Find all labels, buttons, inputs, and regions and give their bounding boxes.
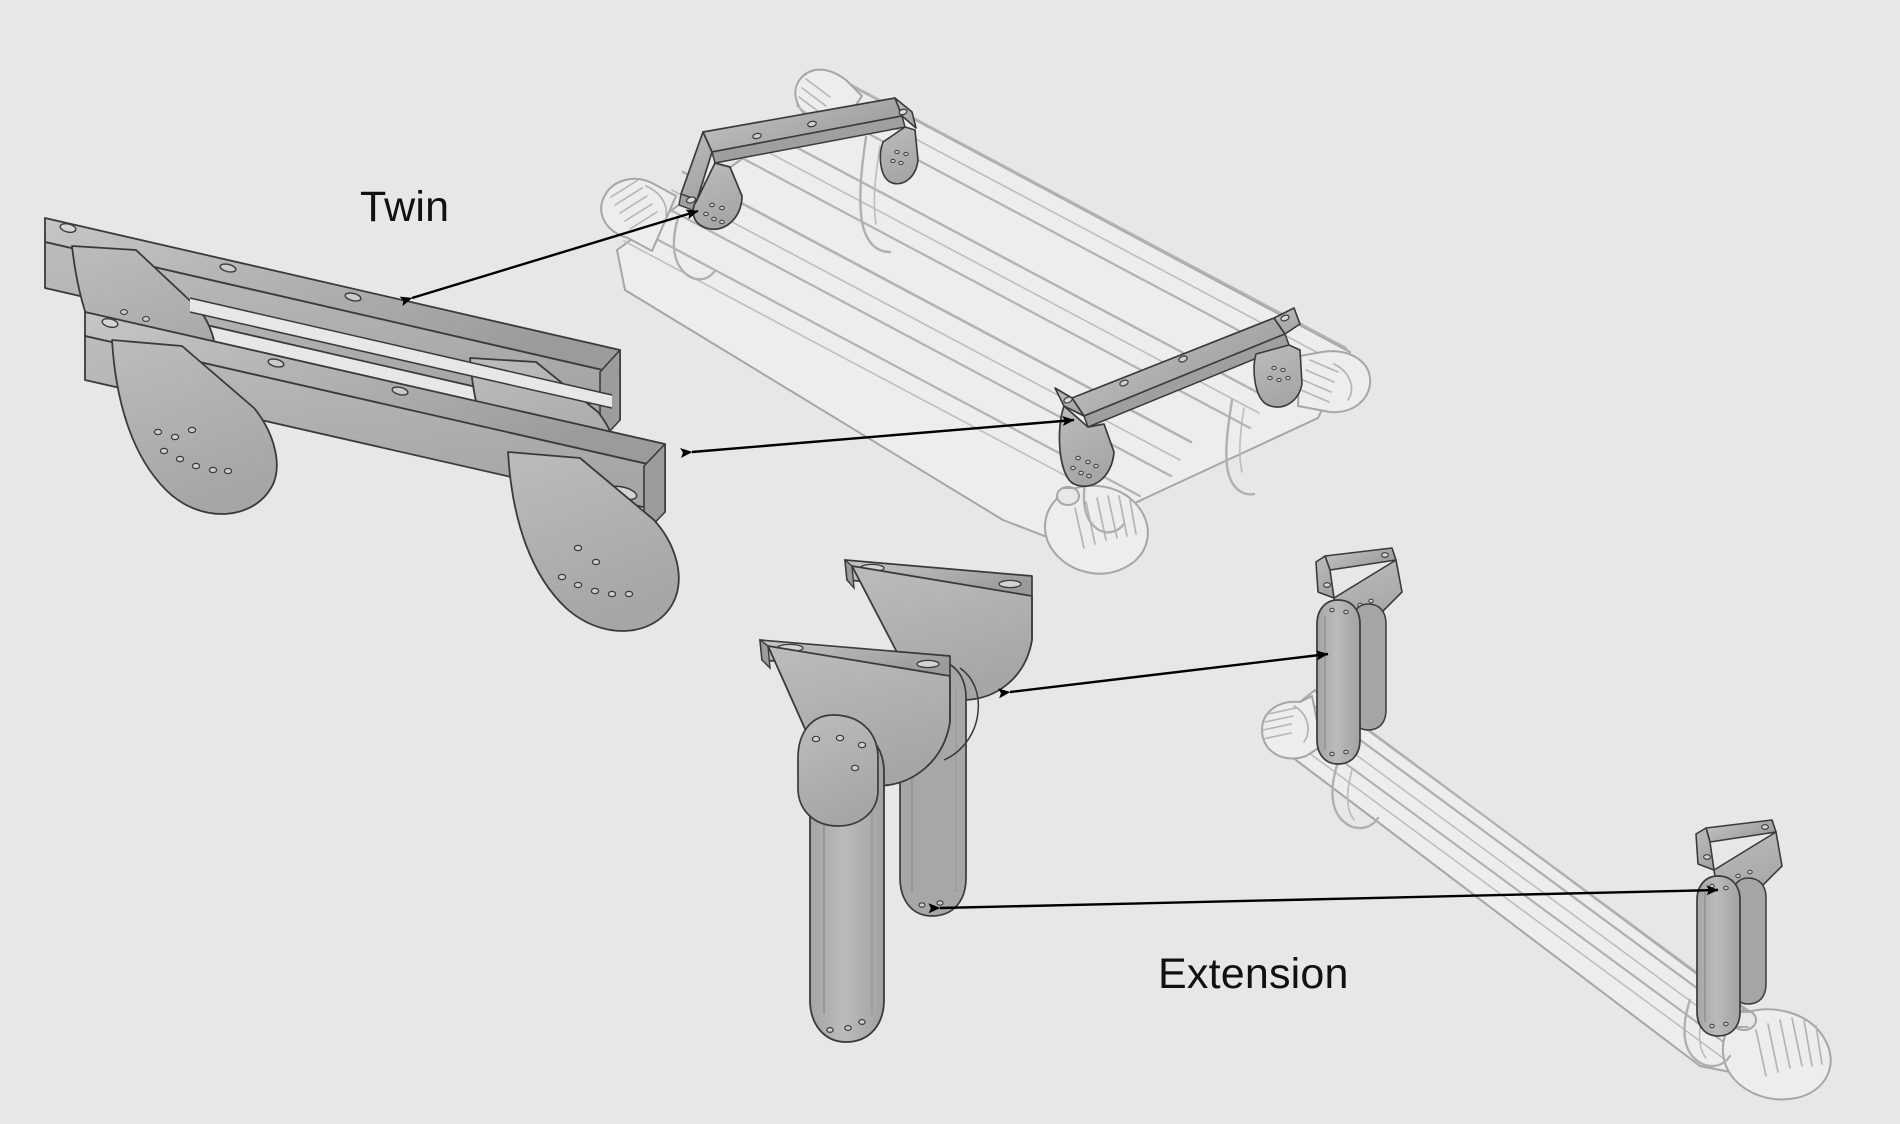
extension-leg-near (759, 638, 980, 1043)
twin-bracket-near (84, 309, 680, 632)
extension-leg-mounted-lower (1695, 819, 1783, 1037)
arrow-extension-lower (928, 885, 1719, 914)
label-twin: Twin (360, 183, 450, 231)
arrow-twin-upper (399, 209, 699, 307)
label-extension: Extension (1158, 950, 1349, 998)
twin-crossbar-pair-detached (44, 217, 680, 632)
extension-leg-mounted-upper (1315, 547, 1403, 765)
annotation-arrows (399, 209, 1719, 914)
arrow-extension-upper (997, 650, 1329, 699)
extension-leg-pair-detached (759, 558, 1033, 1043)
arrow-twin-lower (680, 415, 1075, 458)
twin-crossbar-mounted-upper (678, 97, 919, 231)
